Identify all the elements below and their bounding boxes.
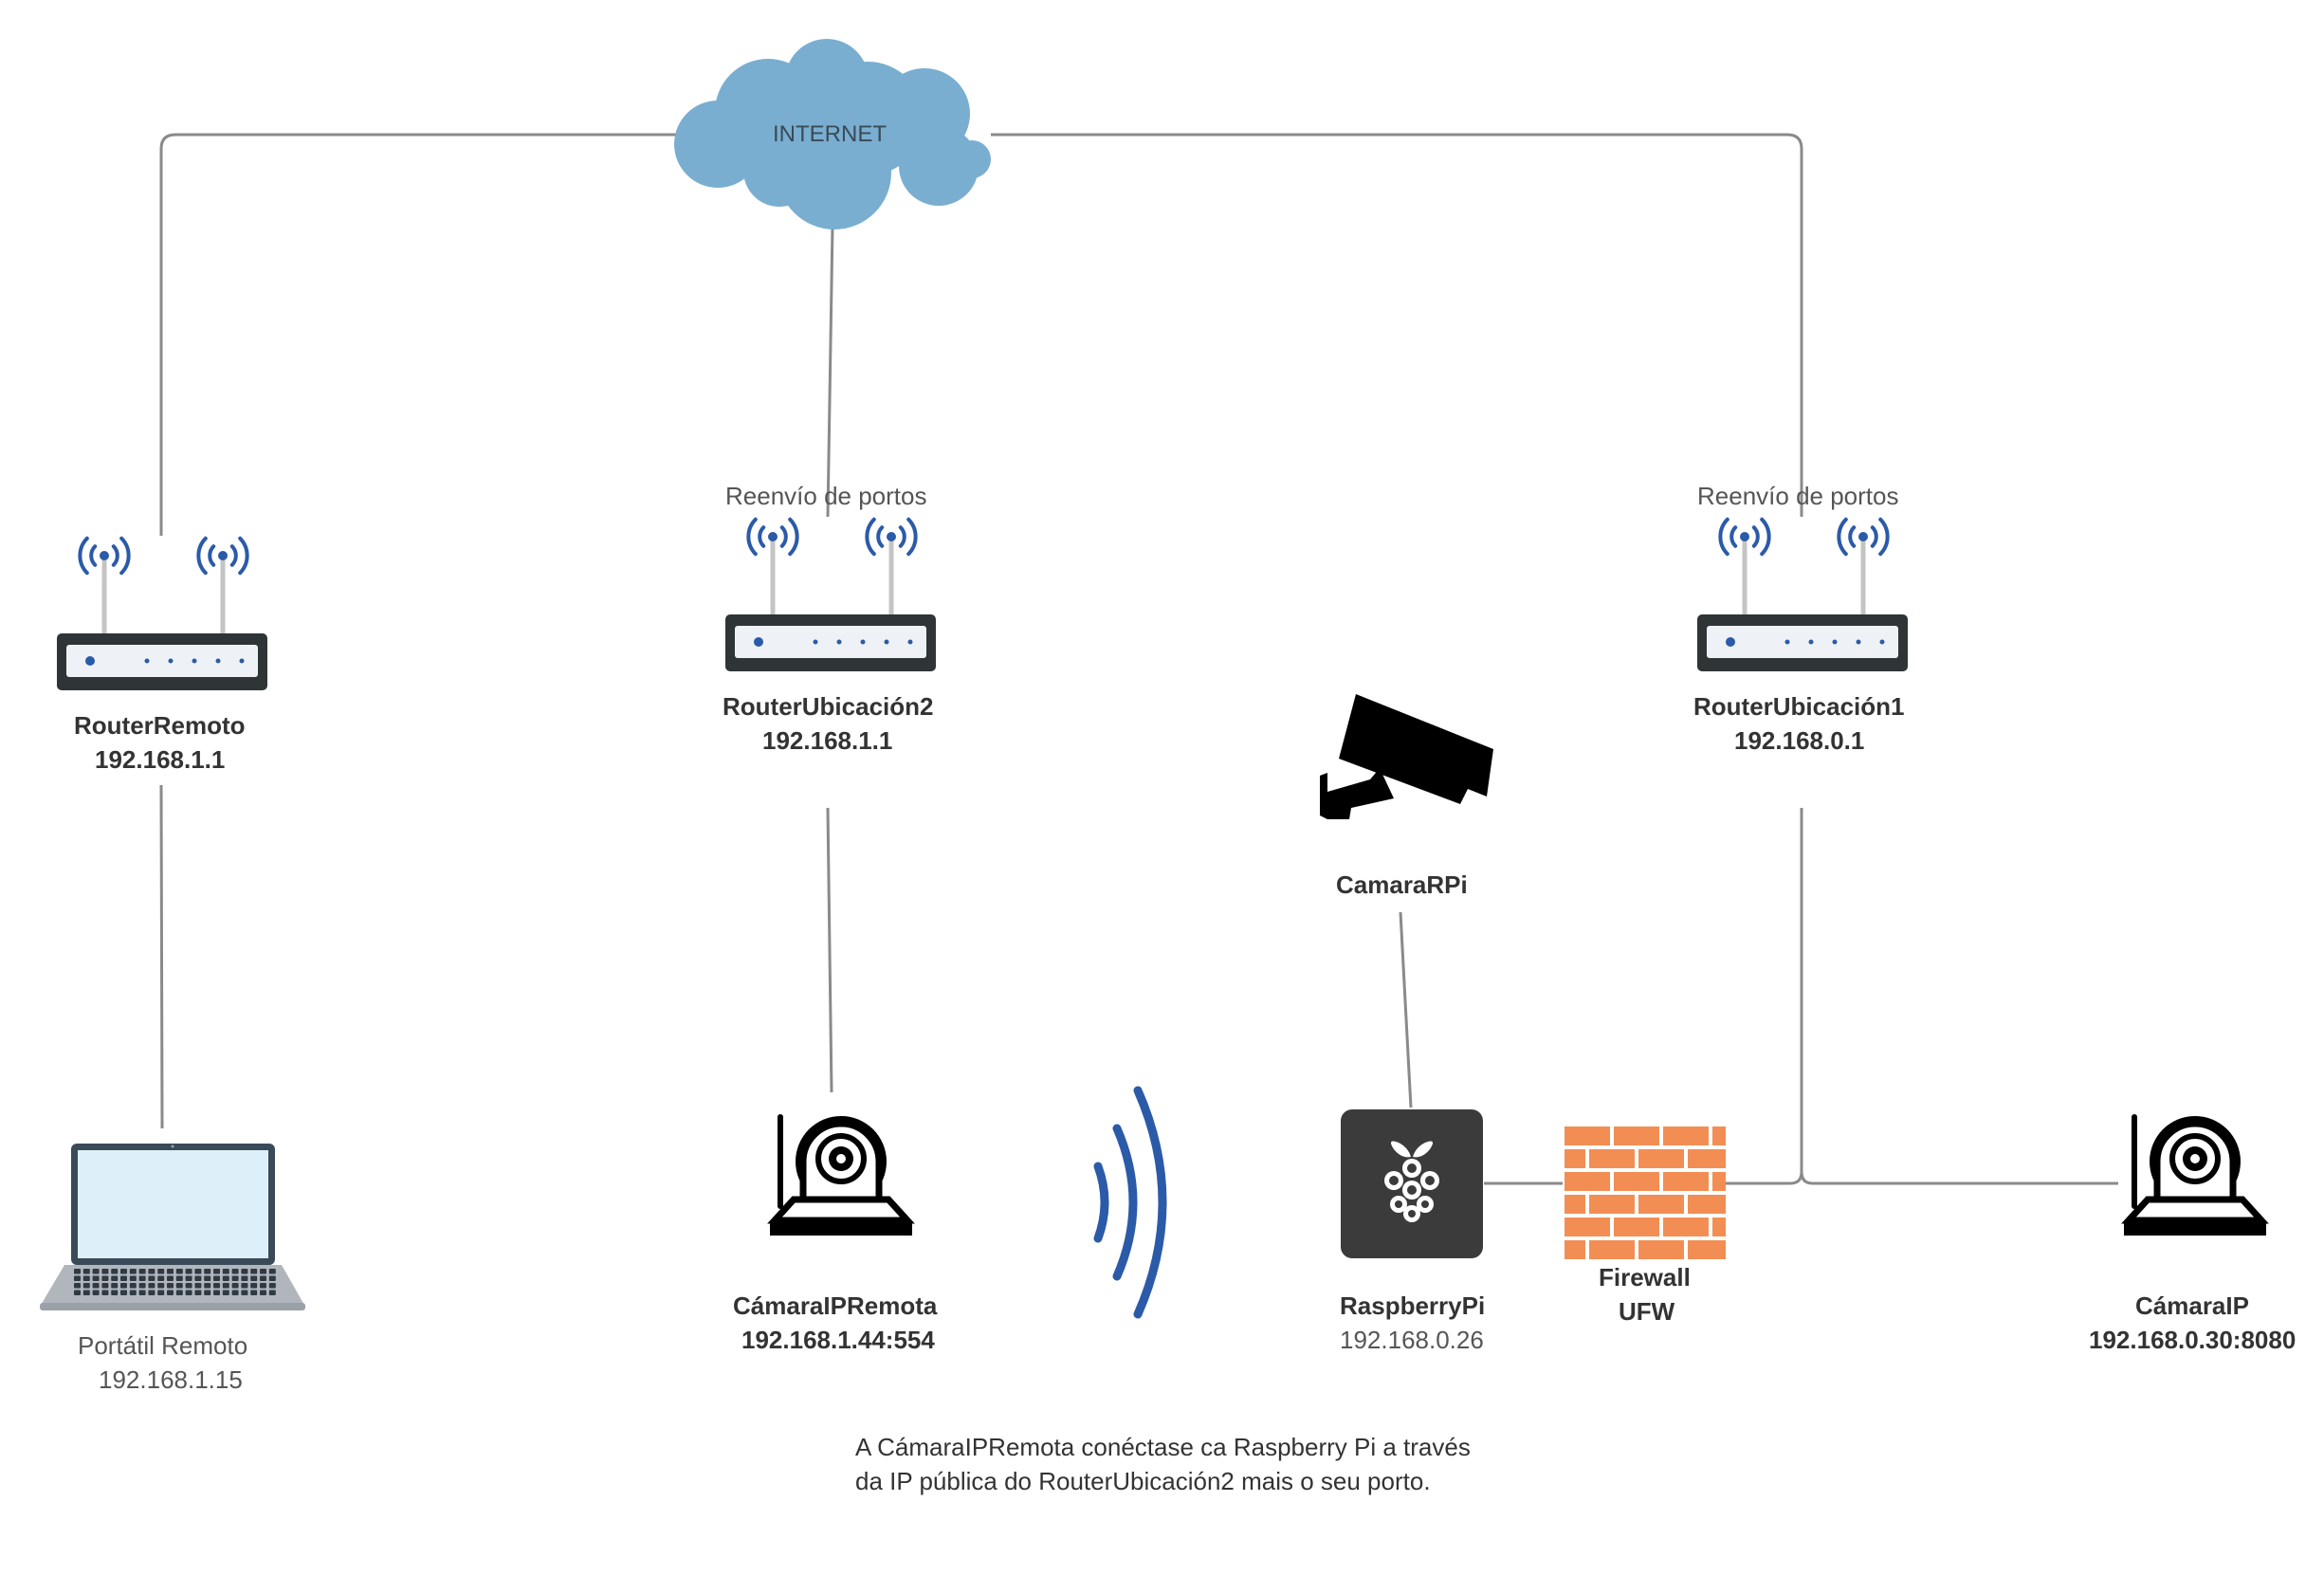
internet-cloud-icon	[674, 39, 991, 229]
routerremoto-name: RouterRemoto	[74, 711, 246, 740]
firewall-line1: Firewall	[1599, 1263, 1691, 1291]
ip-camera-local-icon	[2121, 1114, 2269, 1236]
camararpi-name: CamaraRPi	[1336, 870, 1468, 899]
link-firewall-router1	[1726, 808, 1803, 1185]
internet-label: INTERNET	[773, 121, 887, 147]
firewall-icon	[1565, 1126, 1726, 1259]
security-camera-icon	[1320, 694, 1493, 819]
link-internet-routerubicacion1	[991, 133, 1803, 517]
camaraipremota-name: CámaraIPRemota	[733, 1291, 938, 1320]
laptop-icon	[40, 1144, 305, 1310]
raspberry-ip: 192.168.0.26	[1340, 1326, 1484, 1354]
camaraip-name: CámaraIP	[2135, 1291, 2249, 1320]
routerubicacion2-name: RouterUbicación2	[723, 692, 934, 721]
connection-note: A CámaraIPRemota conéctase ca Raspberry …	[855, 1430, 1576, 1498]
link-router1-camaraip	[1800, 1171, 2118, 1185]
firewall-line2: UFW	[1619, 1297, 1675, 1326]
routerubicacion1-router-icon	[1697, 517, 1908, 671]
port-forwarding-label-router2: Reenvío de portos	[725, 482, 927, 510]
routerubicacion2-ip: 192.168.1.1	[762, 726, 893, 755]
link-routerubicacion2-camaraipremota	[826, 807, 833, 1093]
camaraip-ip: 192.168.0.30:8080	[2089, 1326, 2297, 1354]
laptop-ip: 192.168.1.15	[99, 1365, 243, 1394]
raspberry-name: RaspberryPi	[1340, 1291, 1486, 1320]
routerubicacion1-name: RouterUbicación1	[1693, 692, 1905, 721]
link-internet-routerremoto	[159, 133, 678, 536]
routerubicacion2-router-icon	[725, 517, 936, 671]
link-internet-routerubicacion2	[826, 225, 834, 518]
connection-note-line1: A CámaraIPRemota conéctase ca Raspberry …	[855, 1433, 1471, 1461]
port-forwarding-label-router1: Reenvío de portos	[1697, 482, 1899, 510]
routerubicacion1-ip: 192.168.0.1	[1734, 726, 1865, 755]
routerremoto-ip: 192.168.1.1	[95, 745, 226, 774]
wifi-waves-icon	[1093, 1086, 1167, 1319]
connections	[159, 133, 2118, 1185]
raspberry-pi-icon	[1341, 1109, 1483, 1258]
camaraipremota-ip: 192.168.1.44:554	[741, 1326, 935, 1354]
routerremoto-router-icon	[57, 536, 267, 690]
ip-camera-remote-icon	[767, 1114, 915, 1236]
connection-note-line2: da IP pública do RouterUbicación2 mais o…	[855, 1467, 1431, 1495]
link-routerremoto-laptop	[159, 784, 164, 1129]
link-camararpi-raspberry	[1399, 911, 1413, 1108]
laptop-name: Portátil Remoto	[78, 1331, 248, 1360]
